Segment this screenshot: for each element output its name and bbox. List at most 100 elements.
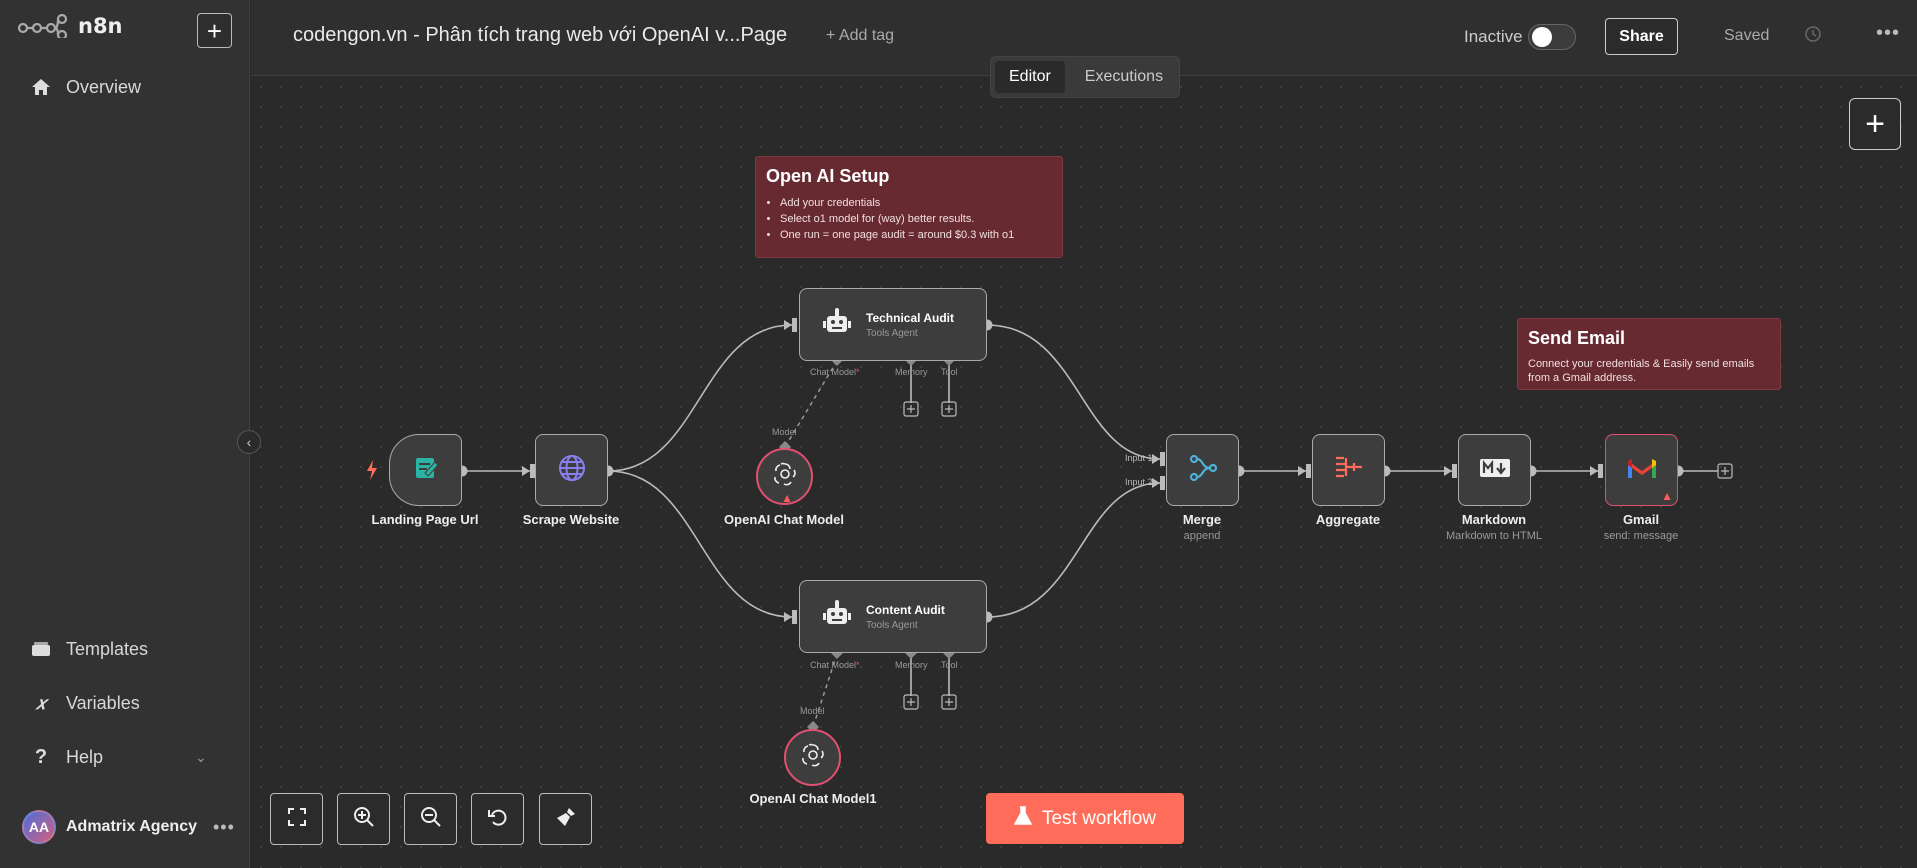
sticky-bullet: One run = one page audit = around $0.3 w… <box>780 227 1052 243</box>
tab-executions[interactable]: Executions <box>1084 68 1164 85</box>
trigger-bolt-icon <box>366 460 378 485</box>
help-icon: ? <box>34 745 48 768</box>
test-workflow-label: Test workflow <box>1041 807 1157 829</box>
node-text: Technical Audit Tools Agent <box>866 311 954 339</box>
openai-icon <box>800 742 826 773</box>
toggle-knob <box>1532 27 1552 47</box>
tab-editor[interactable]: Editor <box>995 61 1065 93</box>
sidebar-item-label: Templates <box>66 638 149 659</box>
port-label-chat-model: Chat Model* <box>810 367 860 377</box>
port-label-model: Model <box>772 427 797 437</box>
zoom-in-button[interactable] <box>337 793 390 845</box>
gmail-icon <box>1626 456 1658 485</box>
node-merge[interactable] <box>1166 434 1239 506</box>
status-label: Inactive <box>1464 27 1523 46</box>
sidebar-collapse-button[interactable]: ‹ <box>237 430 261 454</box>
port-label-input-1: Input 1 <box>1125 453 1153 463</box>
sticky-bullet: Add your credentials <box>780 195 1052 211</box>
port-label-memory: Memory <box>895 367 928 377</box>
warning-icon: ▲ <box>781 491 793 505</box>
node-label: Landing Page Url <box>371 512 479 527</box>
port-label-tool: Tool <box>941 660 958 670</box>
sidebar-item-overview[interactable]: Overview <box>30 76 141 98</box>
more-options-icon[interactable]: ••• <box>1876 22 1901 44</box>
create-button[interactable]: + <box>197 13 232 48</box>
zoom-out-button[interactable] <box>404 793 457 845</box>
sticky-text: Connect your credentials & Easily send e… <box>1528 358 1755 384</box>
app-name: n8n <box>78 14 123 38</box>
sidebar: n8n + Overview Templates 𝑥 Variables ? H… <box>0 0 250 868</box>
home-icon <box>30 76 52 98</box>
node-content-audit[interactable]: Content Audit Tools Agent <box>799 580 987 653</box>
warning-icon: ▲ <box>1661 489 1673 503</box>
robot-icon <box>822 308 852 341</box>
sidebar-item-label: Overview <box>66 76 142 97</box>
port-label-tool: Tool <box>941 367 958 377</box>
markdown-icon <box>1479 458 1511 483</box>
active-toggle[interactable] <box>1528 24 1576 50</box>
merge-icon <box>1188 453 1218 488</box>
port-text: Chat Model <box>810 660 857 670</box>
history-icon[interactable] <box>1804 25 1822 48</box>
node-label: Aggregate <box>1315 512 1381 527</box>
node-title: Technical Audit <box>866 310 955 325</box>
node-markdown[interactable] <box>1458 434 1531 506</box>
templates-icon <box>30 638 52 660</box>
port-label-memory: Memory <box>895 660 928 670</box>
zoom-out-icon <box>420 806 442 833</box>
node-gmail[interactable]: ▲ <box>1605 434 1678 506</box>
sidebar-item-templates[interactable]: Templates <box>30 638 148 660</box>
broom-icon <box>555 806 577 833</box>
globe-icon <box>557 453 587 488</box>
node-aggregate[interactable] <box>1312 434 1385 506</box>
share-button[interactable]: Share <box>1605 18 1678 55</box>
add-tag-button[interactable]: + Add tag <box>826 27 895 44</box>
sticky-title: Open AI Setup <box>766 166 890 186</box>
node-label: Gmail <box>1622 512 1660 527</box>
node-label: OpenAI Chat Model <box>724 512 844 527</box>
tidy-up-button[interactable] <box>539 793 592 845</box>
fit-view-icon <box>287 807 307 832</box>
test-workflow-button[interactable]: Test workflow <box>986 793 1184 844</box>
node-label: Merge <box>1182 512 1222 527</box>
node-label: Scrape Website <box>522 512 620 527</box>
chevron-down-icon: ⌄ <box>195 748 207 765</box>
sidebar-item-help[interactable]: ? Help ⌄ <box>30 745 207 768</box>
node-technical-audit[interactable]: Technical Audit Tools Agent <box>799 288 987 361</box>
undo-icon <box>487 806 509 833</box>
user-more-icon[interactable]: ••• <box>213 816 235 837</box>
logo[interactable]: n8n <box>18 14 123 38</box>
reset-zoom-button[interactable] <box>471 793 524 845</box>
node-openai-chat-model[interactable]: ▲ <box>756 448 813 505</box>
sidebar-item-label: Help <box>66 746 104 767</box>
fit-view-button[interactable] <box>270 793 323 845</box>
required-mark: * <box>856 660 860 670</box>
add-node-button[interactable]: + <box>1849 98 1901 150</box>
saved-status: Saved <box>1724 27 1770 44</box>
required-mark: * <box>856 367 860 377</box>
workflow-title[interactable]: codengon.vn - Phân tích trang web với Op… <box>293 24 788 46</box>
n8n-logo-icon <box>18 14 68 38</box>
node-scrape-website[interactable] <box>535 434 608 506</box>
sticky-note-openai-setup[interactable]: Open AI Setup Add your credentials Selec… <box>755 156 1063 258</box>
sticky-title: Send Email <box>1528 328 1626 348</box>
sticky-bullet: Select o1 model for (way) better results… <box>780 211 1052 227</box>
sidebar-item-label: Variables <box>66 692 140 713</box>
user-name: Admatrix Agency <box>66 818 197 835</box>
zoom-in-icon <box>353 806 375 833</box>
aggregate-icon <box>1334 455 1364 486</box>
sidebar-item-variables[interactable]: 𝑥 Variables <box>30 692 140 714</box>
port-label-input-2: Input 2 <box>1125 477 1153 487</box>
openai-icon <box>772 461 798 492</box>
port-label-chat-model: Chat Model* <box>810 660 860 670</box>
view-tabs: Editor Executions <box>990 56 1180 98</box>
node-title: Content Audit <box>866 602 945 617</box>
node-openai-chat-model-1[interactable] <box>784 729 841 786</box>
robot-icon <box>822 600 852 633</box>
node-text: Content Audit Tools Agent <box>866 603 945 631</box>
port-label-model: Model <box>800 706 825 716</box>
node-landing-page-url[interactable] <box>389 434 462 506</box>
user-menu[interactable]: AA Admatrix Agency ••• <box>22 810 235 844</box>
sticky-note-send-email[interactable]: Send Email Connect your credentials & Ea… <box>1517 318 1781 390</box>
